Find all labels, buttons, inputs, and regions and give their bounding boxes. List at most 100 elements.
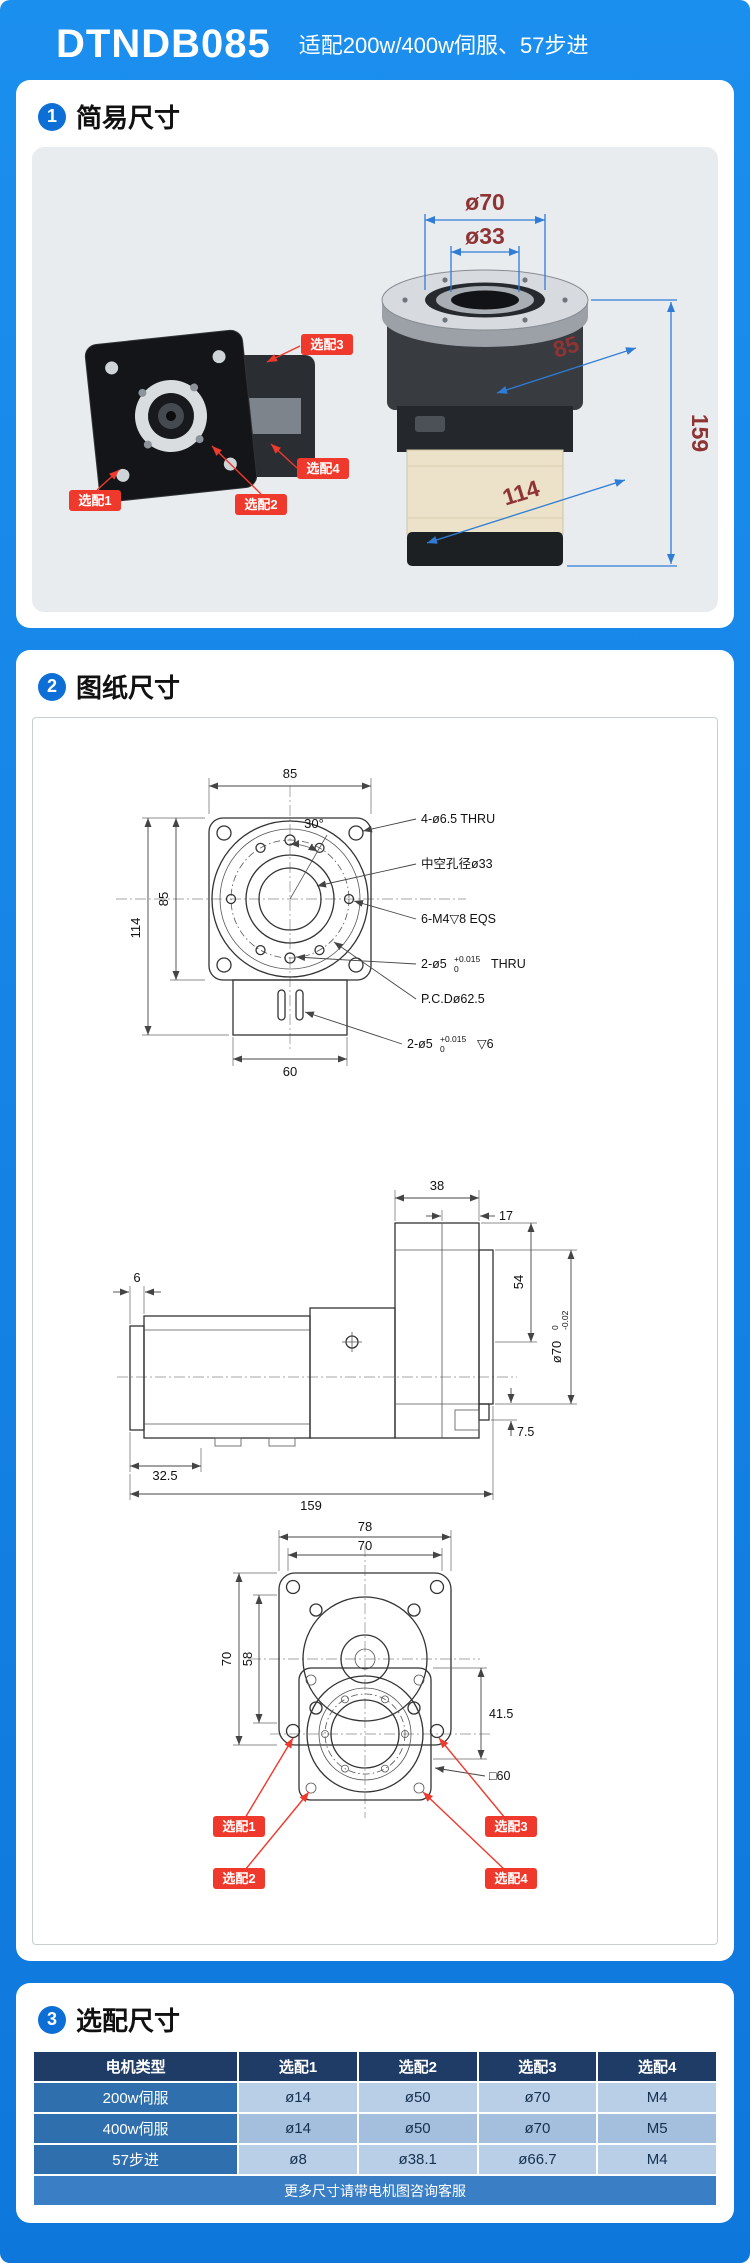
dim-side-foot: 32.5 — [152, 1468, 177, 1483]
dim-height-159: 159 — [687, 413, 713, 451]
dim-side-table-dia: ø70 — [549, 1341, 564, 1363]
section2-title: 图纸尺寸 — [76, 673, 181, 703]
table-footer-note: 更多尺寸请带电机图咨询客服 — [32, 2174, 718, 2207]
option3-label: 选配3 — [310, 337, 343, 352]
dim-front-left-height: 85 — [156, 892, 171, 906]
ann-pcd: P.C.Dø62.5 — [421, 992, 485, 1006]
ann-dowel-blind-sup: +0.015 — [440, 1034, 467, 1044]
dim-dia33: ø33 — [465, 223, 505, 249]
ann-hollow-bore: 中空孔径ø33 — [421, 856, 493, 871]
dim-dia70: ø70 — [465, 189, 505, 215]
section-drawing-dimensions: 2 图纸尺寸 — [16, 650, 734, 1961]
section3-title: 选配尺寸 — [76, 2006, 181, 2036]
side-view-drawing: 6 38 17 54 ø70 — [113, 1178, 577, 1513]
drawing-box: 85 30° 85 114 60 4-ø6.5 THRU — [32, 717, 718, 1945]
front-view-dimensions: 85 30° 85 114 60 — [128, 766, 372, 1079]
ann-dowel-thru-sub: 0 — [454, 964, 459, 974]
cell-value: ø50 — [356, 2081, 479, 2114]
table-footer-row: 更多尺寸请带电机图咨询客服 — [32, 2174, 718, 2207]
option1-label: 选配1 — [78, 493, 111, 508]
cell-value: ø70 — [476, 2081, 599, 2114]
bottom-view-drawing: 78 70 70 58 41.5 — [213, 1519, 537, 1889]
col-header-opt2: 选配2 — [356, 2050, 479, 2083]
option4-label: 选配4 — [494, 1871, 528, 1886]
section1-heading: 1 简易尺寸 — [38, 98, 718, 135]
option3-label: 选配3 — [494, 1819, 527, 1834]
section1-title: 简易尺寸 — [76, 103, 181, 133]
option1-label: 选配1 — [222, 1819, 255, 1834]
dim-bottom-lower-height: 41.5 — [489, 1707, 513, 1721]
section3-heading: 3 选配尺寸 — [38, 2001, 718, 2038]
simple-dimensions-illustration: ø70 ø33 159 85 114 — [69, 189, 713, 567]
cell-value: ø66.7 — [476, 2143, 599, 2176]
cell-value: ø70 — [476, 2112, 599, 2145]
section3-badge-icon: 3 — [38, 2005, 66, 2034]
table-row: 57步进 ø8 ø38.1 ø66.7 M4 — [31, 2143, 718, 2176]
ann-dowel-thru-sup: +0.015 — [454, 954, 481, 964]
ann-dowel-thru: 2-ø5 — [421, 957, 447, 971]
dim-side-flange: 17 — [499, 1209, 513, 1223]
cell-value: ø14 — [237, 2081, 359, 2114]
cell-value: ø8 — [237, 2143, 359, 2176]
bottom-view-option-labels: 选配1 选配2 选配3 选配4 — [213, 1737, 537, 1889]
section-option-dimensions: 3 选配尺寸 电机类型 选配1 选配2 选配3 选配4 200w伺服 ø14 ø… — [16, 1983, 734, 2223]
ann-tapped-holes: 6-M4▽8 EQS — [421, 912, 496, 926]
ann-corner-holes: 4-ø6.5 THRU — [421, 812, 495, 826]
table-header-row: 电机类型 选配1 选配2 选配3 选配4 — [31, 2050, 718, 2083]
dim-side-table-dia-sup: 0 — [550, 1325, 560, 1330]
option2-label: 选配2 — [244, 497, 277, 512]
front-view-annotations: 4-ø6.5 THRU 中空孔径ø33 6-M4▽8 EQS 2-ø5 +0.0… — [295, 812, 526, 1054]
header-subtitle: 适配200w/400w伺服、57步进 — [298, 33, 589, 58]
bottom-view-geometry — [250, 1546, 490, 1818]
col-header-opt4: 选配4 — [596, 2050, 718, 2083]
cell-value: M5 — [596, 2112, 718, 2145]
cell-value: M4 — [596, 2143, 718, 2176]
dim-side-upper-height: 54 — [511, 1275, 526, 1289]
simple-dimensions-panel: ø70 ø33 159 85 114 — [32, 147, 718, 612]
assembled-unit-photo — [381, 269, 589, 566]
ann-dowel-thru-post: THRU — [491, 957, 526, 971]
dim-front-angle: 30° — [304, 816, 324, 831]
cell-value: ø38.1 — [356, 2143, 479, 2176]
option4-label: 选配4 — [306, 461, 340, 476]
ann-dowel-blind-sub: 0 — [440, 1044, 445, 1054]
dim-front-bottom-width: 60 — [283, 1064, 297, 1079]
cell-value: ø50 — [356, 2112, 479, 2145]
col-header-motor-type: 电机类型 — [31, 2050, 240, 2083]
dim-bottom-inner-height: 58 — [240, 1652, 255, 1666]
cell-value: ø14 — [237, 2112, 359, 2145]
dim-bottom-square: □60 — [489, 1769, 511, 1783]
option-labels: 选配3 选配4 选配1 选配2 — [69, 333, 353, 515]
cell-motor-type: 400w伺服 — [31, 2112, 240, 2145]
ann-dowel-blind-post: ▽6 — [477, 1037, 494, 1051]
col-header-opt3: 选配3 — [476, 2050, 599, 2083]
dim-side-table-dia-sub: -0.02 — [560, 1310, 570, 1330]
side-view-dimensions: 6 38 17 54 ø70 — [113, 1178, 577, 1513]
dim-front-total-height: 114 — [128, 918, 143, 939]
col-header-opt1: 选配1 — [237, 2050, 359, 2083]
dim-bottom-outer-width: 78 — [358, 1519, 372, 1534]
options-table: 电机类型 选配1 选配2 选配3 选配4 200w伺服 ø14 ø50 ø70 … — [31, 2050, 718, 2207]
dim-side-offset: 7.5 — [517, 1425, 534, 1439]
model-name: DTNDB085 — [56, 22, 271, 66]
section1-badge-icon: 1 — [38, 102, 66, 131]
ann-dowel-blind: 2-ø5 — [407, 1037, 433, 1051]
section2-badge-icon: 2 — [38, 672, 66, 701]
cell-motor-type: 200w伺服 — [31, 2081, 240, 2114]
assembled-unit-dimensions: ø70 ø33 159 85 114 — [424, 189, 713, 567]
header: DTNDB085 适配200w/400w伺服、57步进 — [16, 14, 734, 80]
front-view-drawing: 85 30° 85 114 60 4-ø6.5 THRU — [116, 766, 526, 1079]
cell-motor-type: 57步进 — [31, 2143, 240, 2176]
dim-front-top-width: 85 — [283, 766, 297, 781]
dim-bottom-outer-height: 70 — [219, 1652, 234, 1666]
dim-side-top-width: 38 — [430, 1178, 444, 1193]
bottom-view-dimensions: 78 70 70 58 41.5 — [219, 1519, 513, 1783]
cell-value: M4 — [596, 2081, 718, 2114]
option2-label: 选配2 — [222, 1871, 255, 1886]
table-row: 400w伺服 ø14 ø50 ø70 M5 — [31, 2112, 718, 2145]
dim-side-cap: 6 — [133, 1270, 140, 1285]
section-simple-dimensions: 1 简易尺寸 — [16, 80, 734, 628]
side-view-geometry — [117, 1222, 517, 1447]
dim-bottom-inner-width: 70 — [358, 1538, 372, 1553]
